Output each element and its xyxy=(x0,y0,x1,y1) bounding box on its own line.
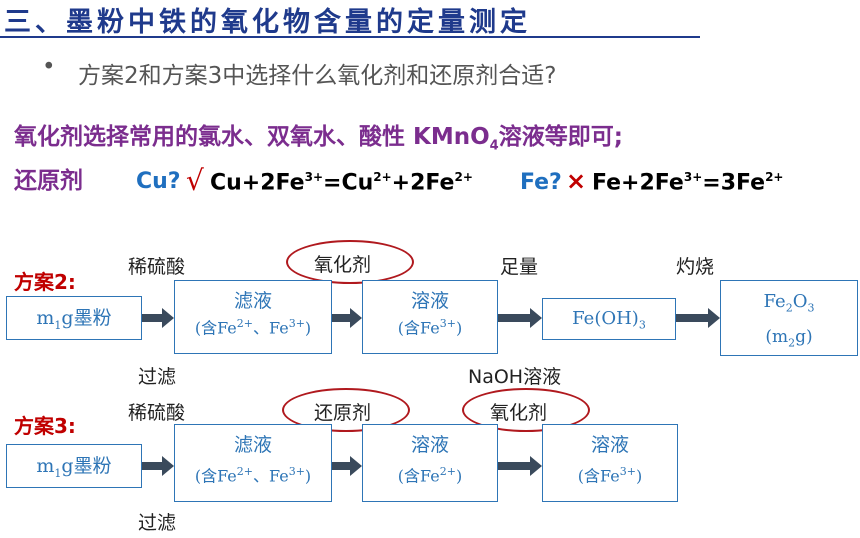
scheme2-burn-label: 灼烧 xyxy=(676,256,715,278)
scheme2-hydroxide-box: Fe(OH)3 xyxy=(542,298,676,340)
scheme2-oxidant-circle xyxy=(286,240,414,284)
scheme3-oxidant-circle xyxy=(462,388,590,432)
scheme2-filter-label: 过滤 xyxy=(138,366,177,388)
question-text: 方案2和方案3中选择什么氧化剂和还原剂合适? xyxy=(78,63,557,89)
scheme3-solution1-box: 溶液 (含Fe2+) xyxy=(362,424,498,502)
scheme2-arrow-1 xyxy=(142,308,174,328)
scheme3-filtrate-box: 滤液 (含Fe2+、Fe3+) xyxy=(174,424,332,502)
scheme2-filtrate-box: 滤液 (含Fe2+、Fe3+) xyxy=(174,280,332,354)
scheme3-reductant-label: 还原剂 xyxy=(314,402,372,424)
page-title: 三、墨粉中铁的氧化物含量的定量测定 xyxy=(4,7,531,38)
reductant-label: 还原剂 xyxy=(14,168,83,194)
oxidant-suffix: 溶液等即可; xyxy=(498,124,623,150)
scheme3-acid-label: 稀硫酸 xyxy=(128,402,186,424)
cross-icon: × xyxy=(566,167,587,195)
scheme2-label: 方案2: xyxy=(14,270,76,294)
scheme2-acid-label: 稀硫酸 xyxy=(128,256,186,278)
fe-label: Fe? xyxy=(520,170,562,195)
scheme3-start-box: m1g墨粉 xyxy=(6,444,142,488)
scheme3-arrow-3 xyxy=(498,456,542,476)
oxidant-line: 氧化剂选择常用的氯水、双氧水、酸性 KMnO4溶液等即可; xyxy=(14,117,623,154)
scheme3-arrow-2 xyxy=(332,456,362,476)
scheme3-solution2-box: 溶液 (含Fe3+) xyxy=(542,424,678,502)
scheme2-arrow-2 xyxy=(332,308,362,328)
equation-fe: Fe+2Fe3+=3Fe2+ xyxy=(592,170,784,196)
scheme3-reductant-circle xyxy=(282,388,410,432)
scheme3-filter-label: 过滤 xyxy=(138,512,177,534)
title-underline xyxy=(0,36,700,38)
scheme2-naoh-label: NaOH溶液 xyxy=(468,366,562,388)
oxidant-prefix: 氧化剂选择常用的氯水、双氧水、酸性 KMnO xyxy=(14,124,490,150)
cu-label: Cu? xyxy=(136,169,181,194)
oxidant-sub: 4 xyxy=(489,138,499,154)
bullet-icon: • xyxy=(42,54,56,80)
scheme2-oxidant-label: 氧化剂 xyxy=(314,254,372,276)
scheme2-oxide-box: Fe2O3 (m2g) xyxy=(720,280,858,356)
scheme2-solution-box: 溶液 (含Fe3+) xyxy=(362,280,498,354)
scheme2-start-box: m1g墨粉 xyxy=(6,296,142,340)
equation-cu: Cu+2Fe3+=Cu2++2Fe2+ xyxy=(210,170,473,196)
check-icon: √ xyxy=(186,164,204,197)
scheme2-arrow-4 xyxy=(676,308,720,328)
scheme3-label: 方案3: xyxy=(14,414,76,438)
scheme3-oxidant-label: 氧化剂 xyxy=(490,402,548,424)
scheme2-excess-label: 足量 xyxy=(500,256,539,278)
scheme3-arrow-1 xyxy=(142,456,174,476)
scheme2-arrow-3 xyxy=(498,308,542,328)
